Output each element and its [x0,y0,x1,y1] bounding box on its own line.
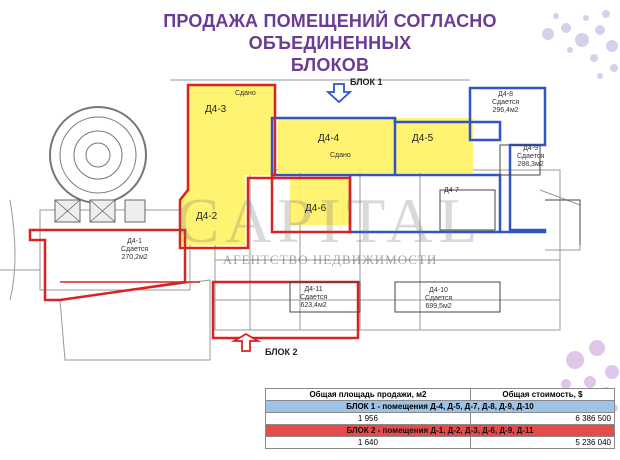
table-row: Общая площадь продажи, м2 Общая стоимост… [265,388,616,401]
unit-d4-11-status: Сдается [300,294,328,301]
unit-d4-5: Д4-5 [412,133,434,144]
table-row: 1 956 6 386 500 [265,412,616,425]
watermark-sub: АГЕНТСТВО НЕДВИЖИМОСТИ [222,252,438,267]
unit-d4-11-block: Д4-11 Сдается 623,4м2 [300,286,327,310]
unit-d4-10-block: Д4-10 Сдается 699,5м2 [425,287,452,311]
title-line-2: БЛОКОВ [290,55,370,75]
unit-d4-9-block: Д4-9 Сдается 288,3м2 [517,145,544,169]
sdano-label-1: Сдано [235,90,256,97]
unit-d4-1-status: Сдается [121,246,149,253]
unit-d4-7-label: Д4-7 [444,187,459,194]
block2-arrow [230,332,262,352]
unit-d4-11-label: Д4-11 [304,286,323,293]
floor-plan [0,79,581,361]
unit-d4-8-area: 296,4м2 [492,107,519,114]
unit-d4-10-status: Сдается [425,295,453,302]
unit-d4-9-status: Сдается [517,153,545,160]
unit-d4-1-area: 270,2м2 [121,254,148,261]
block1-description: БЛОК 1 - помещения Д-4, Д-5, Д-7, Д-8, Д… [265,400,615,413]
table-row: БЛОК 2 - помещения Д-1, Д-2, Д-3, Д-6, Д… [265,424,615,437]
block1-cost: 6 386 500 [469,412,616,425]
table-row: 1 640 5 236 040 [265,436,616,449]
block2-description: БЛОК 2 - помещения Д-1, Д-2, Д-3, Д-6, Д… [265,424,615,437]
watermark-main: CAPITAL [176,185,484,256]
unit-d4-1-block: Д4-1 Сдается 270,2м2 [121,238,148,262]
block1-label: БЛОК 1 [350,77,383,87]
table-row: БЛОК 1 - помещения Д-4, Д-5, Д-7, Д-8, Д… [265,400,615,413]
unit-d4-9-label: Д4-9 [523,145,538,152]
block2-area: 1 640 [265,436,471,449]
unit-d4-7-block: Д4-7 [444,187,459,195]
unit-d4-8-status: Сдается [492,99,520,106]
unit-d4-1-label: Д4-1 [127,238,142,245]
unit-d4-2: Д4-2 [196,211,218,222]
header-area: Общая площадь продажи, м2 [265,388,471,401]
sdano-label-2: Сдано [330,152,351,159]
unit-d4-6: Д4-6 [305,203,327,214]
title-line-1: ПРОДАЖА ПОМЕЩЕНИЙ СОГЛАСНО ОБЪЕДИНЕННЫХ [163,11,497,53]
unit-d4-8-block: Д4-8 Сдается 296,4м2 [492,91,519,115]
unit-d4-9-area: 288,3м2 [517,161,544,168]
summary-table: Общая площадь продажи, м2 Общая стоимост… [265,388,616,449]
block2-label: БЛОК 2 [265,347,298,357]
block2-cost: 5 236 040 [469,436,616,449]
unit-d4-8-label: Д4-8 [498,91,513,98]
unit-d4-10-area: 699,5м2 [425,303,452,310]
header-cost: Общая стоимость, $ [469,388,616,401]
page-title: ПРОДАЖА ПОМЕЩЕНИЙ СОГЛАСНО ОБЪЕДИНЕННЫХ … [80,10,580,76]
unit-d4-3: Д4-3 [205,104,227,115]
unit-d4-10-label: Д4-10 [429,287,448,294]
watermark: CAPITAL АГЕНТСТВО НЕДВИЖИМОСТИ [150,185,510,268]
unit-d4-11-area: 623,4м2 [300,302,327,309]
unit-d4-4: Д4-4 [318,133,340,144]
block1-area: 1 956 [265,412,471,425]
block1-arrow [325,83,353,104]
